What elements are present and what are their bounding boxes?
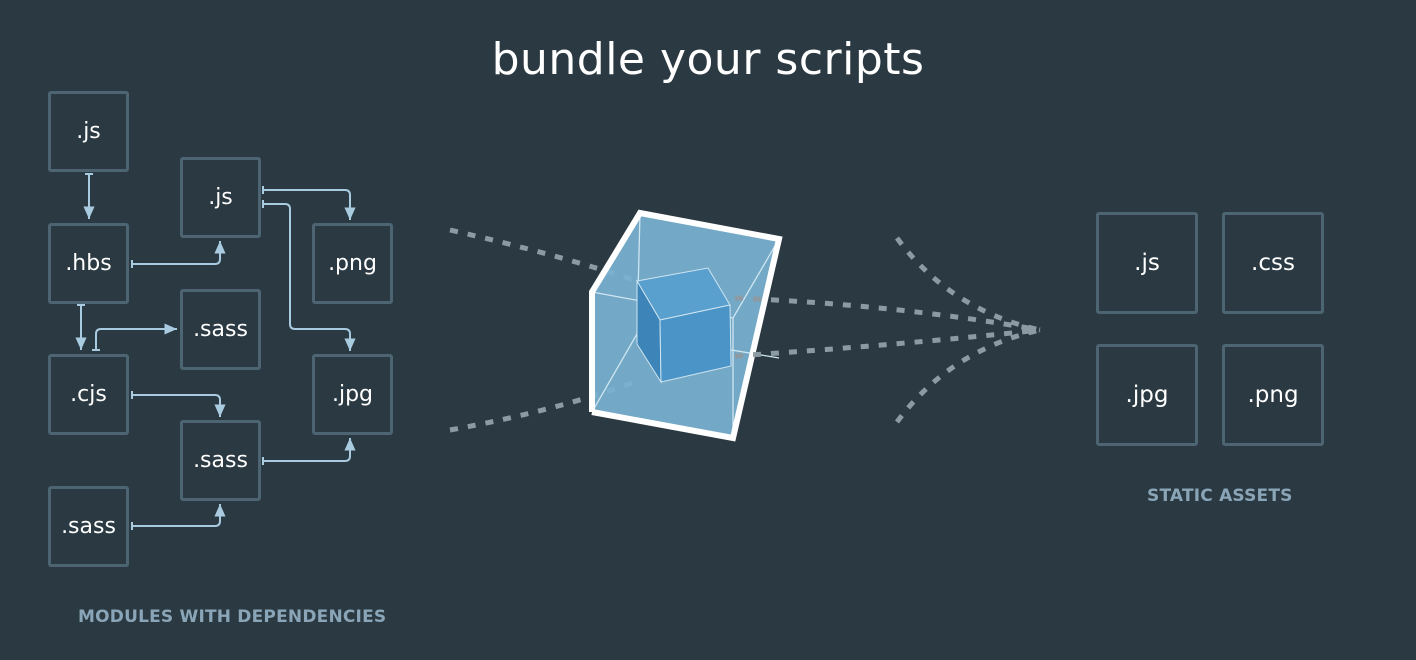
module-hbs: .hbs bbox=[48, 223, 129, 304]
module-label: .sass bbox=[193, 448, 248, 473]
module-sass-lower: .sass bbox=[180, 420, 261, 501]
asset-css: .css bbox=[1222, 212, 1324, 314]
module-label: .sass bbox=[193, 317, 248, 342]
outgoing-flow-line-1 bbox=[734, 295, 1041, 333]
asset-label: .css bbox=[1251, 250, 1295, 276]
module-js-mid: .js bbox=[180, 157, 261, 238]
outgoing-flow-line-2 bbox=[734, 327, 1041, 359]
module-png: .png bbox=[312, 223, 393, 304]
asset-js: .js bbox=[1096, 212, 1198, 314]
modules-caption: MODULES WITH DEPENDENCIES bbox=[78, 607, 387, 627]
asset-jpg: .jpg bbox=[1096, 344, 1198, 446]
module-label: .png bbox=[328, 251, 377, 276]
asset-label: .js bbox=[1134, 250, 1160, 276]
module-label: .js bbox=[76, 119, 101, 144]
outgoing-flow-line-3 bbox=[894, 236, 1041, 333]
asset-png: .png bbox=[1222, 344, 1324, 446]
module-sass-mid: .sass bbox=[180, 289, 261, 370]
asset-label: .jpg bbox=[1125, 382, 1169, 408]
outgoing-flow-line-4 bbox=[894, 327, 1041, 424]
module-cjs: .cjs bbox=[48, 354, 129, 435]
static-assets-caption: STATIC ASSETS bbox=[1147, 486, 1293, 506]
module-label: .hbs bbox=[65, 251, 112, 276]
module-label: .sass bbox=[61, 514, 116, 539]
asset-label: .png bbox=[1247, 382, 1299, 408]
bundler-cube-icon bbox=[589, 209, 783, 442]
module-label: .cjs bbox=[70, 382, 107, 407]
module-label: .js bbox=[208, 185, 233, 210]
module-js-top: .js bbox=[48, 91, 129, 172]
module-sass-bottom: .sass bbox=[48, 486, 129, 567]
module-label: .jpg bbox=[331, 382, 374, 407]
page-title: bundle your scripts bbox=[491, 34, 925, 85]
module-jpg: .jpg bbox=[312, 354, 393, 435]
